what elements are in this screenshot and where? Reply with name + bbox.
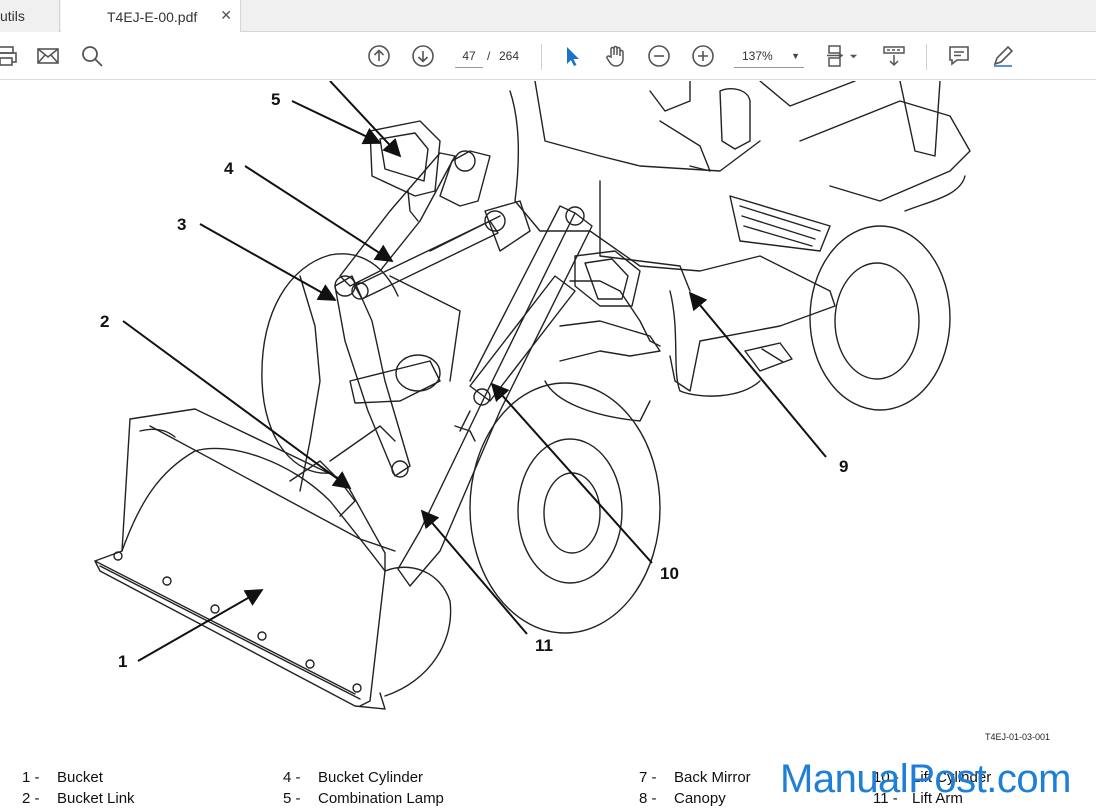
loader-illustration	[94, 81, 971, 710]
print-icon[interactable]	[0, 42, 20, 70]
select-cursor-icon[interactable]	[558, 42, 586, 70]
legend-label: Canopy	[674, 790, 726, 807]
figure-reference: T4EJ-01-03-001	[985, 732, 1051, 742]
callout-9: 9	[839, 457, 849, 476]
tab-document[interactable]: T4EJ-E-00.pdf ✕	[61, 0, 241, 33]
legend-label: Bucket Link	[57, 790, 135, 807]
legend-label: Back Mirror	[674, 769, 751, 786]
legend-num: 2 -	[22, 790, 40, 807]
document-page[interactable]: 5 4 3 2 1 9 10 11 T4EJ-01-03-001 1 - Buc…	[0, 81, 1096, 810]
legend-label: Lift Cylinder	[912, 769, 992, 786]
page-down-icon[interactable]	[409, 42, 437, 70]
hand-icon[interactable]	[601, 42, 629, 70]
page-number-input[interactable]: 47	[455, 44, 483, 68]
zoom-select[interactable]: 137% ▼	[734, 44, 804, 68]
chevron-down-icon: ▼	[791, 51, 800, 61]
fit-page-icon[interactable]	[823, 42, 851, 70]
legend-num: 8 -	[639, 790, 657, 807]
search-icon[interactable]	[78, 42, 106, 70]
callout-2: 2	[100, 312, 110, 331]
comment-icon[interactable]	[945, 42, 973, 70]
legend-num: 5 -	[283, 790, 301, 807]
watermark: ManualPost.com	[780, 757, 1071, 801]
legend-num: 11 -	[873, 790, 898, 807]
zoom-in-icon[interactable]	[689, 42, 717, 70]
legend-label: Lift Arm	[912, 790, 963, 807]
tab-tools-label: utils	[0, 8, 25, 24]
zoom-out-icon[interactable]	[645, 42, 673, 70]
legend-num: 10 -	[873, 769, 899, 786]
legend-label: Bucket	[57, 769, 103, 786]
email-icon[interactable]	[34, 42, 62, 70]
page-up-icon[interactable]	[365, 42, 393, 70]
toolbar-divider	[541, 44, 542, 70]
callout-11: 11	[535, 636, 553, 655]
tab-document-label: T4EJ-E-00.pdf	[107, 8, 198, 25]
page-total: 264	[499, 49, 520, 63]
legend-label: Bucket Cylinder	[318, 769, 424, 786]
callout-1: 1	[118, 652, 128, 671]
legend-num: 7 -	[639, 769, 657, 786]
callout-5: 5	[271, 90, 281, 109]
scroll-mode-icon[interactable]	[880, 42, 908, 70]
callout-10: 10	[660, 564, 679, 583]
callout-4: 4	[224, 159, 234, 178]
toolbar-divider	[926, 44, 927, 70]
tab-tools[interactable]: utils	[0, 0, 60, 32]
tab-bar: utils T4EJ-E-00.pdf ✕	[0, 0, 1096, 33]
close-icon[interactable]: ✕	[220, 7, 232, 23]
callout-3: 3	[177, 215, 187, 234]
legend-label: Combination Lamp	[318, 790, 444, 807]
page-separator: /	[487, 49, 491, 63]
zoom-value: 137%	[742, 49, 773, 63]
chevron-down-icon[interactable]	[846, 42, 860, 70]
toolbar: 47 / 264 137% ▼	[0, 32, 1096, 80]
legend-num: 1 -	[22, 769, 40, 786]
legend-num: 4 -	[283, 769, 301, 786]
pen-icon[interactable]	[989, 42, 1017, 70]
